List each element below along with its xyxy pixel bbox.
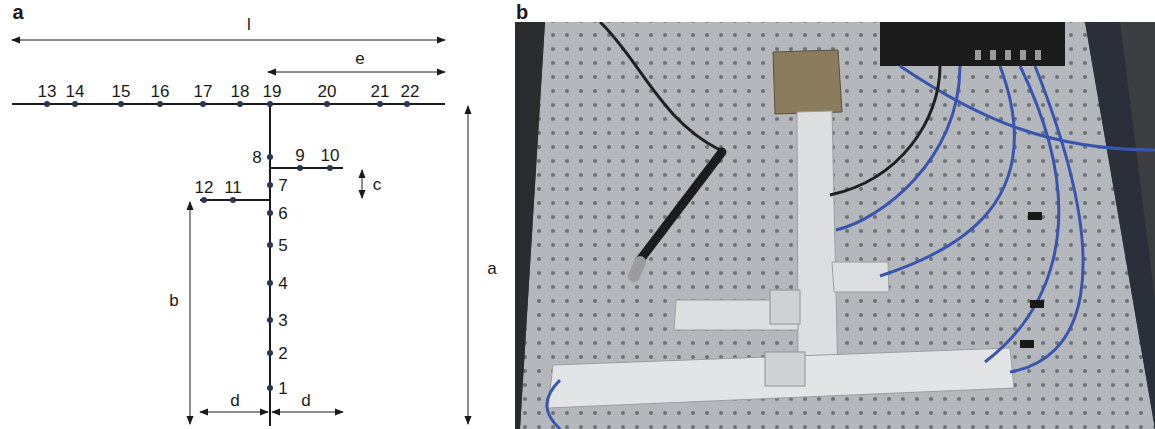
- callout-number: 8: [252, 149, 261, 166]
- callout-number: 5: [278, 237, 287, 254]
- callout-number: 21: [371, 83, 390, 100]
- callout-number: 4: [278, 275, 287, 292]
- callout-number: 18: [231, 83, 250, 100]
- callout-number: 14: [66, 83, 85, 100]
- callout-number: 2: [278, 345, 287, 362]
- beam-schematic: [12, 40, 468, 426]
- test-setup-photo: [515, 22, 1155, 429]
- callout-number: 22: [401, 83, 420, 100]
- callout-number: 15: [112, 83, 131, 100]
- callout-number: 1: [278, 380, 287, 397]
- callout-number: 9: [295, 147, 304, 164]
- dimension-label: b: [169, 292, 178, 309]
- callout-number: 16: [151, 83, 170, 100]
- callout-number: 10: [321, 147, 340, 164]
- dimension-label: l: [247, 16, 251, 33]
- dimension-label: c: [373, 176, 382, 193]
- callout-number: 12: [195, 179, 214, 196]
- callout-number: 11: [224, 179, 242, 196]
- callout-number: 6: [278, 205, 287, 222]
- panel-label: b: [516, 2, 528, 22]
- callout-number: 7: [278, 177, 287, 194]
- callout-number: 3: [278, 312, 287, 329]
- callout-number: 17: [194, 83, 213, 100]
- sensor-dots: [44, 101, 410, 391]
- callout-number: 19: [263, 83, 282, 100]
- callout-number: 13: [38, 83, 57, 100]
- dimension-label: d: [301, 392, 310, 409]
- panel-label: a: [12, 2, 23, 22]
- callout-number: 20: [318, 83, 337, 100]
- dimension-label: e: [355, 50, 364, 67]
- dimension-label: a: [487, 260, 496, 277]
- dimension-label: d: [230, 392, 239, 409]
